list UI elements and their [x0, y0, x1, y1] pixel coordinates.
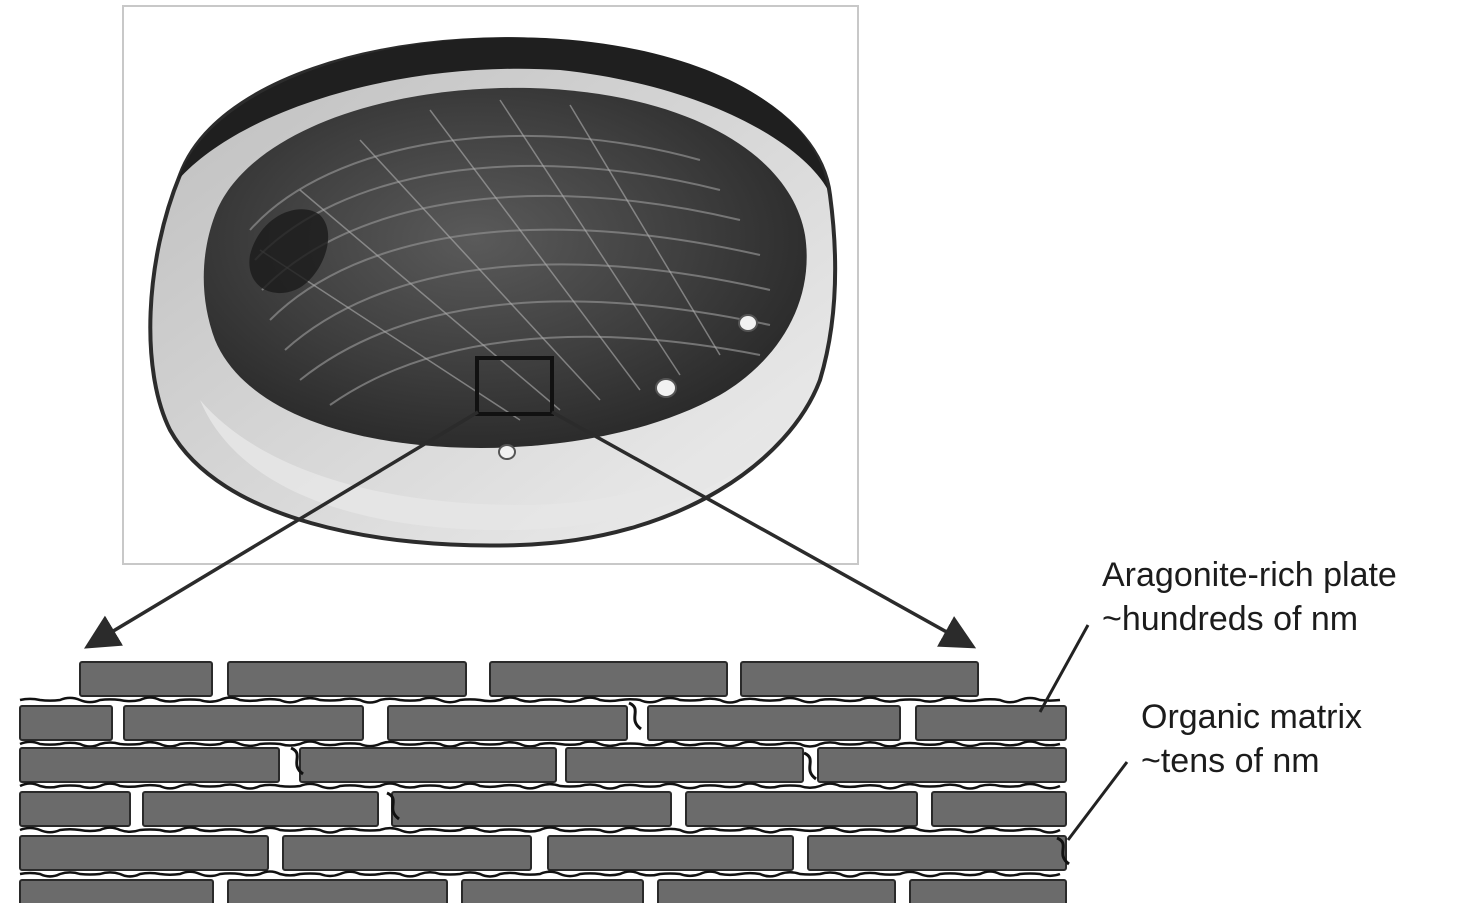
plate-label-scale: ~hundreds of nm: [1102, 597, 1397, 641]
aragonite-plate: [462, 880, 643, 903]
aragonite-plate: [20, 792, 130, 826]
matrix-ligament: [629, 703, 641, 729]
matrix-ligament: [804, 753, 816, 779]
matrix-label: Organic matrix ~tens of nm: [1141, 695, 1362, 783]
matrix-leader-line: [1068, 762, 1127, 840]
aragonite-plate: [818, 748, 1066, 782]
aragonite-plate: [741, 662, 978, 696]
aragonite-plate: [228, 662, 466, 696]
aragonite-plate: [124, 706, 363, 740]
aragonite-plate: [548, 836, 793, 870]
aragonite-plate: [648, 706, 900, 740]
aragonite-plate: [566, 748, 803, 782]
organic-matrix-layer: [20, 828, 1060, 833]
aragonite-plate: [392, 792, 671, 826]
aragonite-plate: [686, 792, 917, 826]
aragonite-plate: [388, 706, 627, 740]
organic-matrix-layer: [20, 872, 1060, 877]
aragonite-plate: [80, 662, 212, 696]
aragonite-plate: [808, 836, 1066, 870]
aragonite-plate: [20, 748, 279, 782]
aragonite-plate: [20, 836, 268, 870]
matrix-label-scale: ~tens of nm: [1141, 739, 1362, 783]
shell-photo: [123, 6, 858, 564]
aragonite-plate: [20, 880, 213, 903]
organic-matrix-layer: [20, 698, 1060, 703]
matrix-label-title: Organic matrix: [1141, 695, 1362, 739]
aragonite-plate: [283, 836, 531, 870]
plate-label: Aragonite-rich plate ~hundreds of nm: [1102, 553, 1397, 641]
aragonite-plate: [932, 792, 1066, 826]
aragonite-plate: [143, 792, 378, 826]
aragonite-plate: [20, 706, 112, 740]
organic-matrix-layer: [20, 742, 1060, 747]
aragonite-plate: [300, 748, 556, 782]
aragonite-plate: [228, 880, 447, 903]
aragonite-plate: [916, 706, 1066, 740]
nacre-brick-wall: [20, 662, 1069, 903]
plate-leader-line: [1040, 625, 1088, 712]
plate-label-title: Aragonite-rich plate: [1102, 553, 1397, 597]
organic-matrix-layer: [20, 784, 1060, 789]
aragonite-plate: [490, 662, 727, 696]
aragonite-plate: [658, 880, 895, 903]
aragonite-plate: [910, 880, 1066, 903]
